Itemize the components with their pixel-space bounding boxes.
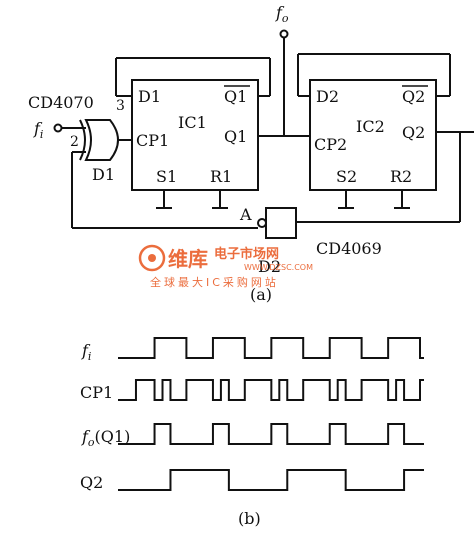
xor-ref: D1 xyxy=(92,165,115,184)
output-label: fo xyxy=(275,3,289,25)
xor-gate xyxy=(84,119,119,161)
watermark-url: WWW.DZSC.COM xyxy=(244,263,313,272)
ic2-q-label: Q2 xyxy=(402,123,425,142)
fi-terminal xyxy=(53,123,63,133)
ic1-cp-label: CP1 xyxy=(136,131,169,150)
xor-pin-out: 3 xyxy=(116,98,125,114)
caption-a: (a) xyxy=(250,285,272,304)
signal-label-3: Q2 xyxy=(80,473,103,492)
node-a-label: A xyxy=(239,205,252,224)
ic2-name: IC2 xyxy=(356,117,385,136)
ic1-d-label: D1 xyxy=(138,87,161,106)
ic2-cp-label: CP2 xyxy=(314,135,347,154)
watermark-title: 电子市场网 xyxy=(214,246,279,262)
watermark-slogan: 全球最大IC采购网站 xyxy=(150,275,279,289)
inverter-gate xyxy=(265,207,297,239)
ic1-qbar-label: Q1 xyxy=(224,87,247,106)
ic2-r-label: R2 xyxy=(390,167,412,186)
signal-label-2: fo(Q1) xyxy=(81,427,130,449)
caption-b: (b) xyxy=(238,509,261,528)
signal-label-0: fi xyxy=(81,341,91,363)
watermark: 维库 电子市场网 WWW.DZSC.COM 全球最大IC采购网站 xyxy=(138,244,313,289)
xor-pin-in: 2 xyxy=(70,134,79,150)
signal-label-1: CP1 xyxy=(80,383,113,402)
waveform-0 xyxy=(118,337,424,359)
ic2-d-label: D2 xyxy=(316,87,339,106)
inverter-bubble xyxy=(257,218,267,228)
schematic xyxy=(53,29,474,239)
xor-gate-arc xyxy=(79,119,86,161)
inv-ref: D2 xyxy=(258,257,281,276)
xor-part-label: CD4070 xyxy=(28,93,94,112)
waveform-2 xyxy=(118,423,424,445)
input-label: fi xyxy=(33,119,43,141)
inv-part-label: CD4069 xyxy=(316,239,382,258)
ic1-s-label: S1 xyxy=(156,167,177,186)
ic2-qbar-label: Q2 xyxy=(402,87,425,106)
watermark-brand: 维库 xyxy=(168,247,208,271)
waveform-3 xyxy=(118,469,424,491)
ic1-q-label: Q1 xyxy=(224,127,247,146)
fo-terminal xyxy=(279,29,289,39)
waveform-1 xyxy=(118,379,424,401)
ic1-name: IC1 xyxy=(178,113,207,132)
ic2-s-label: S2 xyxy=(336,167,357,186)
watermark-logo-icon xyxy=(138,244,166,272)
ic1-r-label: R1 xyxy=(210,167,232,186)
